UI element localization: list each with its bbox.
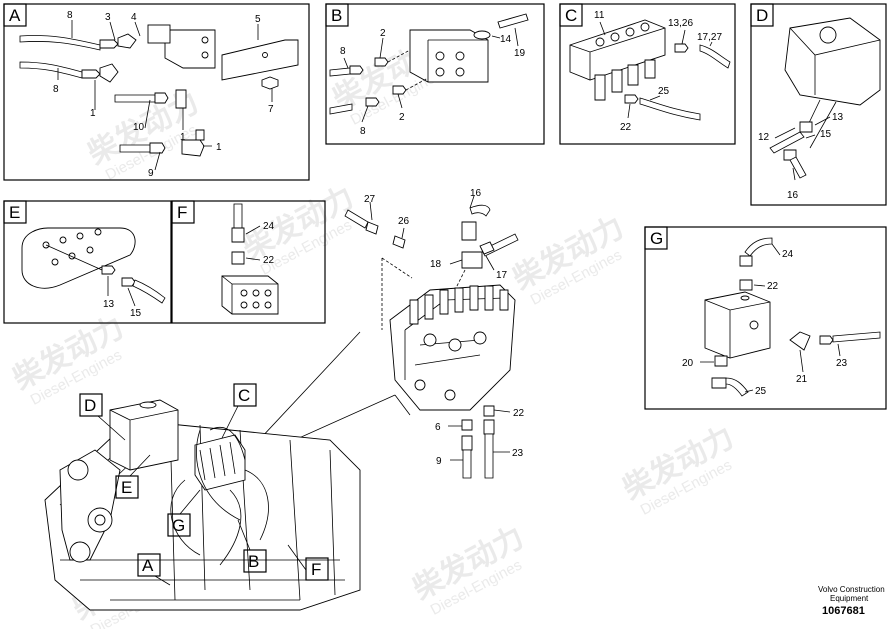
label: 16 <box>470 188 482 199</box>
port-block <box>704 291 771 359</box>
label: 9 <box>148 168 154 179</box>
label: 15 <box>130 308 142 319</box>
label: 11 <box>594 10 605 21</box>
label: 4 <box>131 12 137 23</box>
label: 8 <box>53 84 59 95</box>
detail-panel-a: A 8 3 4 5 8 1 7 10 1 9 1 <box>3 3 310 181</box>
label: 5 <box>255 14 261 25</box>
valve-bank <box>569 19 666 81</box>
label: 17,27 <box>697 32 722 43</box>
label: 13 <box>103 299 115 310</box>
detail-panel-f: F 24 22 <box>171 200 326 324</box>
label: 7 <box>268 104 274 115</box>
footer-brand: Volvo Construction Equipment 1067681 <box>818 585 885 617</box>
label: 23 <box>512 448 524 459</box>
label: 21 <box>796 374 808 385</box>
label: 2 <box>380 28 386 39</box>
label: 1 <box>216 142 222 153</box>
machine-overview: D C E G B A F <box>44 383 361 611</box>
bolt <box>497 13 529 29</box>
callout-letter: G <box>172 516 185 535</box>
label: 9 <box>436 456 442 467</box>
detail-panel-c: C 11 13,26 17,27 25 22 <box>559 3 736 145</box>
part-number: 1067681 <box>822 605 865 617</box>
panel-letter: E <box>9 203 20 222</box>
label: 3 <box>105 12 111 23</box>
label: 26 <box>398 216 410 227</box>
label: 1 <box>180 132 186 143</box>
washer <box>473 30 491 40</box>
label: 22 <box>620 122 632 133</box>
label: 1 <box>90 108 96 119</box>
bracket <box>221 39 299 81</box>
panel-letter: B <box>331 6 342 25</box>
detail-panel-g: G 24 22 20 21 23 25 <box>644 226 887 410</box>
panel-letter: G <box>650 229 663 248</box>
label: 23 <box>836 358 848 369</box>
panel-letter: A <box>9 6 21 25</box>
label: 14 <box>500 34 512 45</box>
panel-letter: C <box>565 6 577 25</box>
label: 8 <box>340 46 346 57</box>
detail-panel-d: D 13 12 15 16 <box>750 3 887 206</box>
panel-letter: F <box>177 203 187 222</box>
callout-letter: D <box>84 396 96 415</box>
label: 10 <box>133 122 145 133</box>
elbow-fitting <box>117 33 137 49</box>
label: 27 <box>364 194 376 205</box>
label: 19 <box>514 48 526 59</box>
label: 15 <box>820 129 832 140</box>
hose-fitting <box>99 39 119 49</box>
sensor-box <box>784 17 881 106</box>
label: 18 <box>430 259 442 270</box>
bolt <box>261 76 279 90</box>
label: 6 <box>435 422 441 433</box>
label: 25 <box>658 86 670 97</box>
brand-line-2: Equipment <box>830 594 869 603</box>
port-block <box>221 275 279 315</box>
label: 13 <box>832 112 844 123</box>
manifold-block <box>409 29 489 83</box>
panel-letter: D <box>756 6 768 25</box>
brand-line-1: Volvo Construction <box>818 585 885 594</box>
callout-letter: C <box>238 386 250 405</box>
label: 25 <box>755 386 767 397</box>
label: 12 <box>758 132 770 143</box>
label: 13,26 <box>668 18 693 29</box>
callout-letter: E <box>121 478 132 497</box>
detail-panel-b: B 2 14 19 8 8 2 <box>325 3 545 145</box>
label: 22 <box>767 281 779 292</box>
label: 20 <box>682 358 694 369</box>
label: 16 <box>787 190 799 201</box>
callout-letter: F <box>311 560 321 579</box>
detail-panel-e: E 13 15 <box>3 200 172 324</box>
label: 22 <box>263 255 275 266</box>
solenoid <box>147 24 171 44</box>
label: 22 <box>513 408 525 419</box>
callout-letter: B <box>248 552 259 571</box>
label: 8 <box>360 126 366 137</box>
cover-plate <box>21 227 136 289</box>
valve-block <box>164 29 216 69</box>
label: 2 <box>399 112 405 123</box>
callout-letter: A <box>142 556 154 575</box>
main-control-valve: 27 26 16 18 17 6 22 9 23 <box>244 188 525 479</box>
label: 24 <box>263 221 275 232</box>
label: 17 <box>496 270 508 281</box>
label: 24 <box>782 249 794 260</box>
label: 8 <box>67 10 73 21</box>
